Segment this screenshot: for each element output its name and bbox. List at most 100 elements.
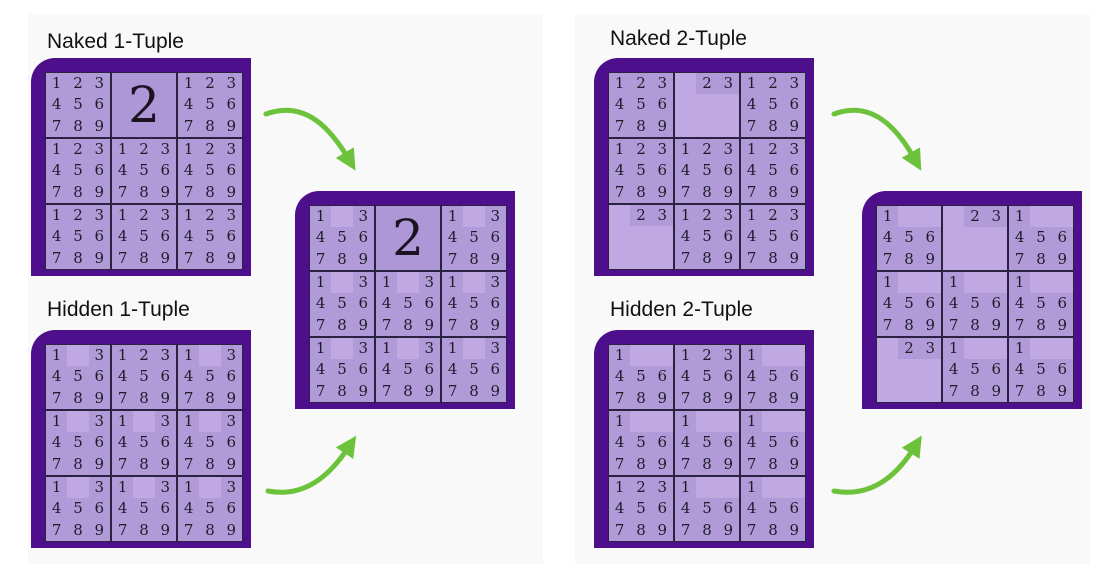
candidate-digit: 6 — [991, 360, 1002, 379]
candidate-digit: 7 — [614, 388, 625, 407]
eliminated-candidate — [463, 206, 485, 228]
candidate-digit: 6 — [226, 161, 237, 180]
candidate-digit: 7 — [746, 454, 757, 473]
eliminated-candidate — [1030, 206, 1052, 228]
candidate-digit: 8 — [205, 454, 215, 473]
candidate-digit: 9 — [657, 116, 668, 135]
candidate-digit: 2 — [73, 74, 83, 93]
eliminated-candidate — [1051, 338, 1073, 360]
candidate-digit: 3 — [358, 339, 369, 358]
candidate-digit: 4 — [746, 367, 757, 386]
candidate-digit: 3 — [789, 140, 800, 159]
candidate-digit: 5 — [768, 95, 778, 114]
candidate-digit: 4 — [447, 294, 458, 313]
candidate-digit: 8 — [205, 182, 215, 201]
candidate-digit: 5 — [904, 228, 914, 247]
candidate-digit: 5 — [205, 227, 215, 246]
candidate-digit: 9 — [424, 381, 435, 400]
eliminated-candidate — [331, 206, 353, 228]
candidate-digit: 9 — [657, 520, 668, 539]
candidate-digit: 6 — [160, 433, 171, 452]
candidate-digit: 8 — [403, 315, 413, 334]
candidate-digit: 3 — [94, 412, 105, 431]
candidate-digit: 9 — [925, 315, 936, 334]
eliminated-candidate — [696, 411, 718, 433]
candidate-digit: 8 — [702, 182, 712, 201]
candidate-digit: 2 — [702, 74, 712, 93]
arrow-up-left — [265, 435, 357, 495]
candidate-digit: 1 — [51, 478, 62, 497]
eliminated-candidate — [133, 411, 155, 433]
candidate-digit: 1 — [680, 478, 691, 497]
candidate-digit: 9 — [490, 381, 501, 400]
candidate-digit: 5 — [73, 367, 83, 386]
eliminated-candidate — [762, 411, 784, 433]
candidate-digit: 2 — [702, 206, 712, 225]
eliminated-candidate — [199, 477, 221, 499]
candidate-digit: 8 — [636, 182, 646, 201]
candidate-digit: 1 — [117, 206, 128, 225]
candidate-digit: 6 — [94, 227, 105, 246]
candidate-digit: 5 — [636, 499, 646, 518]
candidate-digit: 9 — [657, 454, 668, 473]
candidate-digit: 6 — [657, 367, 668, 386]
eliminated-candidate — [985, 272, 1007, 294]
candidate-digit: 7 — [117, 248, 128, 267]
candidate-digit: 7 — [183, 182, 194, 201]
candidate-digit: 7 — [117, 182, 128, 201]
eliminated-candidate — [696, 477, 718, 499]
eliminated-candidate — [675, 94, 697, 116]
candidate-digit: 9 — [226, 454, 237, 473]
candidate-digit: 5 — [970, 294, 980, 313]
candidate-digit: 4 — [183, 95, 194, 114]
candidate-digit: 4 — [315, 228, 326, 247]
candidate-digit: 8 — [904, 249, 914, 268]
eliminated-candidate — [1030, 272, 1052, 294]
candidate-digit: 9 — [657, 388, 668, 407]
candidate-digit: 1 — [746, 478, 757, 497]
candidate-digit: 2 — [904, 339, 914, 358]
eliminated-candidate — [67, 477, 89, 499]
candidate-digit: 6 — [226, 227, 237, 246]
candidate-digit: 4 — [746, 227, 757, 246]
candidate-digit: 7 — [614, 520, 625, 539]
candidate-digit: 3 — [160, 206, 171, 225]
candidate-digit: 4 — [680, 161, 691, 180]
candidate-digit: 4 — [315, 294, 326, 313]
eliminated-candidate — [1030, 338, 1052, 360]
candidate-digit: 6 — [226, 433, 237, 452]
candidate-digit: 8 — [1036, 249, 1046, 268]
candidate-digit: 2 — [139, 346, 149, 365]
candidate-digit: 8 — [469, 381, 479, 400]
candidate-digit: 1 — [183, 74, 194, 93]
candidate-digit: 2 — [636, 74, 646, 93]
candidate-digit: 3 — [925, 339, 936, 358]
candidate-digit: 8 — [768, 182, 778, 201]
hidden-1-tuple-title: Hidden 1-Tuple — [47, 298, 190, 321]
candidate-digit: 4 — [948, 360, 959, 379]
candidate-digit: 1 — [51, 140, 62, 159]
candidate-digit: 4 — [746, 161, 757, 180]
eliminated-candidate — [630, 345, 652, 367]
candidate-digit: 3 — [226, 74, 237, 93]
candidate-digit: 5 — [139, 367, 149, 386]
candidate-digit: 6 — [657, 499, 668, 518]
eliminated-candidate — [762, 477, 784, 499]
candidate-digit: 5 — [970, 360, 980, 379]
candidate-digit: 5 — [768, 367, 778, 386]
candidate-digit: 4 — [447, 360, 458, 379]
candidate-digit: 1 — [183, 140, 194, 159]
candidate-digit: 9 — [94, 520, 105, 539]
